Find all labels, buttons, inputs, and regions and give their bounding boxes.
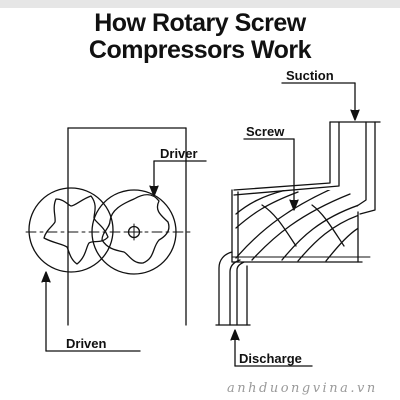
screw-label: Screw (246, 124, 285, 139)
housing-outer-right (359, 121, 376, 215)
screw-flights (235, 190, 358, 262)
discharge-arrow (230, 329, 240, 341)
housing-outer-left (233, 121, 331, 191)
suction-label: Suction (286, 68, 334, 83)
housing-inner-left (233, 121, 340, 196)
discharge-inner-left (229, 259, 241, 326)
title-line-1: How Rotary Screw (94, 9, 306, 37)
top-bar (0, 0, 400, 8)
leader-lines (41, 82, 360, 367)
driver-arrow (149, 185, 159, 197)
driven-label: Driven (66, 336, 107, 351)
watermark: anhduongvina.vn (227, 381, 378, 396)
diagram-title: How Rotary Screw Compressors Work (0, 10, 400, 64)
discharge-outer-left (218, 251, 233, 326)
driver-label: Driver (160, 146, 198, 161)
driver-rotor (91, 189, 177, 275)
discharge-inner-right (236, 261, 245, 326)
title-line-2: Compressors Work (88, 36, 312, 64)
discharge-label: Discharge (239, 351, 302, 366)
screw-housing (215, 121, 381, 326)
screw-arrow (289, 199, 299, 211)
housing-inner-right (356, 121, 367, 207)
driven-arrow (41, 271, 51, 283)
suction-arrow (350, 109, 360, 121)
driven-rotor (28, 187, 114, 273)
